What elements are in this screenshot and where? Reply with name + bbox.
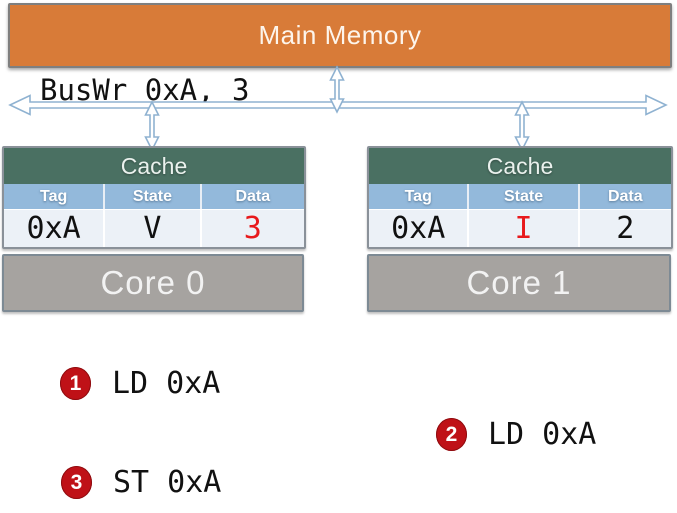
cache1-box: Cache Tag State Data 0xA I 2 <box>367 146 673 249</box>
cache1-title: Cache <box>369 148 671 184</box>
cache0-col-tag: Tag <box>40 187 68 205</box>
event-2: 2 LD 0xA <box>436 417 596 452</box>
cache1-row: 0xA I 2 <box>369 209 671 247</box>
cache0-row: 0xA V 3 <box>4 209 304 247</box>
core0-label: Core 0 <box>100 264 206 301</box>
cache1-tag-value: 0xA <box>391 211 446 246</box>
event-2-label: LD 0xA <box>488 417 597 452</box>
cache1-column-headers: Tag State Data <box>369 184 671 209</box>
cache0-column-headers: Tag State Data <box>4 184 304 209</box>
cache1-col-state: State <box>467 184 577 209</box>
event-1-label: LD 0xA <box>112 366 221 401</box>
event-1-number-badge: 1 <box>60 367 91 400</box>
cache1-data-value: 2 <box>577 210 671 247</box>
event-1: 1 LD 0xA <box>60 366 220 401</box>
cache0-tag-value: 0xA <box>26 211 81 246</box>
core0-box: Core 0 <box>2 254 304 312</box>
main-memory-label: Main Memory <box>258 20 422 50</box>
cache0-col-data: Data <box>199 184 304 209</box>
cache1-col-data: Data <box>577 184 671 209</box>
event-3: 3 ST 0xA <box>61 465 221 500</box>
cache0-col-state: State <box>103 184 199 209</box>
cache0-data-value: 3 <box>199 210 304 247</box>
cache0-title: Cache <box>4 148 304 184</box>
bus-transaction-label: BusWr 0xA, 3 <box>40 73 250 107</box>
event-3-label: ST 0xA <box>113 465 222 500</box>
bus-cache1-arrow <box>514 100 530 152</box>
event-2-number-badge: 2 <box>436 418 467 451</box>
main-memory-box: Main Memory <box>8 3 672 68</box>
cache0-box: Cache Tag State Data 0xA V 3 <box>2 146 306 249</box>
cache1-state-value: I <box>467 210 577 247</box>
core1-label: Core 1 <box>466 264 572 301</box>
core1-box: Core 1 <box>367 254 671 312</box>
event-3-number-badge: 3 <box>61 466 92 499</box>
cache1-col-tag: Tag <box>404 187 432 205</box>
bus-cache0-arrow <box>144 100 160 152</box>
cache0-state-value: V <box>103 210 199 247</box>
memory-bus-arrow <box>329 65 345 114</box>
